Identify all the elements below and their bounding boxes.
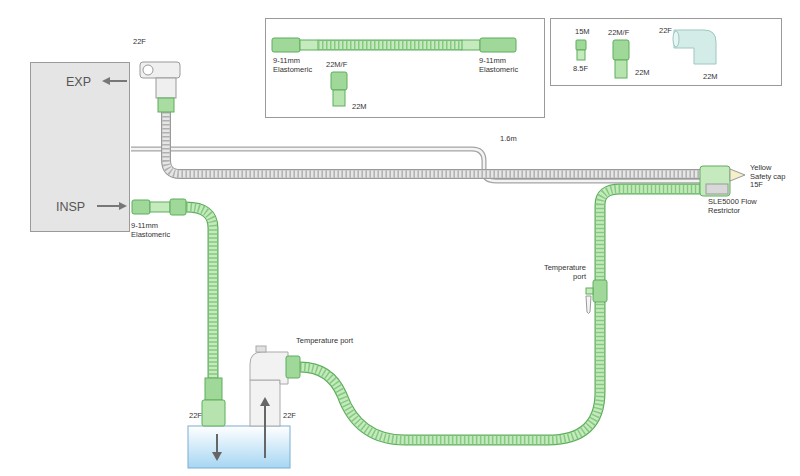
adaptor-drawings-part [576,40,586,50]
y-piece-part [730,169,745,181]
ventilator-body-part [30,62,130,232]
humidifier-chamber-part [256,346,266,352]
tube-assembly-drawing-part [331,72,347,90]
inspiratory-tube-part [186,207,213,378]
inspiratory-tube-part [300,189,702,440]
size-label: 22M/F [608,29,629,38]
connector-label: 9-11mm Elastomeric [479,57,523,74]
ventilator-body-part [97,205,120,207]
size-label: 22M/F [326,61,347,70]
port-label: INSP [56,200,85,214]
adaptor-drawings-part [674,30,716,64]
size-label: 22F [659,27,672,36]
size-label: 22M [352,103,367,112]
size-label: 15M [575,28,590,37]
port-label: EXP [66,75,91,89]
inspiratory-connector-part [132,200,150,214]
tube-assembly-drawing-part [333,90,345,106]
tube-assembly-drawing-part [300,40,318,50]
expiratory-fitting-part [156,78,176,98]
expiratory-tube-part [166,112,704,174]
adaptor-drawings-part [577,50,585,60]
inspiratory-connector-part [150,202,170,212]
y-piece [700,166,745,196]
size-label: 22M [635,69,650,78]
adaptor-drawings-part [615,60,627,78]
connector-label: 9-11mm Elastomeric [273,57,317,74]
tube-assembly-drawing-part [462,40,480,50]
inspiratory-connector-part [170,199,186,215]
humidifier-chamber-part [188,426,290,468]
tube-assembly-drawing-part [318,41,462,50]
port-label: Temperature port [296,337,353,346]
expiratory-tube-part [166,112,704,174]
adaptor-drawings-part [613,40,629,60]
connector-size: 22F [189,412,202,421]
tube-assembly-drawing-part [318,41,462,50]
port-label: Temperature port [540,264,586,281]
expiratory-fitting-part [143,65,153,75]
inspiratory-tube [186,189,702,440]
connector-size: 22F [133,38,146,47]
cap-label: Yellow Safety cap 15F [750,164,792,190]
y-piece-part [706,184,728,194]
connector-size: 22F [283,412,296,421]
humidifier-chamber-part [216,434,218,454]
inspiratory-tube-part [186,207,213,378]
expiratory-tube [166,112,704,174]
inspiratory-connector [132,199,186,215]
y-piece-part [700,166,730,196]
temperature-port-part [593,280,607,302]
connector-label: 9-11mm Elastomeric [131,222,177,239]
inspiratory-tube-part [300,189,702,440]
temperature-port-part [586,296,591,314]
expiratory-fitting [140,62,180,112]
humidifier-chamber-part [260,397,270,406]
humidifier-chamber-part [205,378,222,400]
expiratory-fitting-part [158,98,174,112]
parts-inset: 9-11mm Elastomeric 22M/F 22M 9-11mm Elastom… [265,18,545,118]
temperature-port-part [586,288,593,294]
inspiratory-tube-part [300,189,702,440]
tube-assembly-drawing-part [272,38,300,52]
temperature-port [586,280,607,314]
size-label: 8.5F [573,65,588,74]
ventilator-box: EXP INSP [30,62,130,232]
restrictor-label: SLE5000 Flow Restrictor [708,198,770,215]
humidifier-chamber-part [286,356,300,378]
humidifier-chamber-part [264,404,266,458]
adaptors-inset: 15M 8.5F 22M/F 22M 22F 22M [550,18,782,86]
inspiratory-tube-part [186,207,213,378]
humidifier-chamber [188,346,300,468]
adaptor-drawings-part [673,31,679,47]
tube-assembly-drawing-part [318,40,462,51]
tube-assembly-drawing-part [480,38,516,52]
ventilator-body-part [119,202,127,210]
adaptor-drawings [576,30,716,78]
humidifier-chamber-part [212,452,222,461]
ventilator-body [30,62,130,232]
expiratory-fitting-part [140,62,180,78]
length-dimension: 1.6m [500,135,517,144]
ventilator-body-part [108,80,127,82]
size-label: 22M [703,73,718,82]
humidifier-chamber-part [202,400,225,426]
expiratory-tube-part [166,112,704,174]
humidifier-chamber-part [250,352,288,384]
ventilator-body-part [102,77,110,85]
